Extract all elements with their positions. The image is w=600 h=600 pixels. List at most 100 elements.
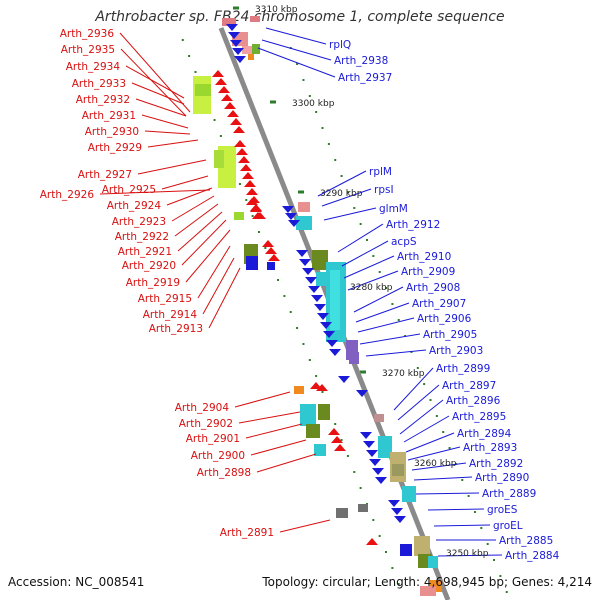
- leader-line: [135, 98, 187, 117]
- reverse-gene-label: Arth_2925: [102, 184, 156, 196]
- forward-gene-label: Arth_2907: [412, 298, 466, 310]
- reverse-gene-label: Arth_2904: [175, 402, 230, 414]
- forward-gene-label: Arth_2906: [417, 313, 472, 325]
- reverse-arrow: [246, 188, 258, 195]
- leader-line: [427, 508, 485, 511]
- reverse-gene-label: Arth_2927: [78, 169, 132, 181]
- forward-gene-label: rpsI: [374, 184, 394, 196]
- leader-line: [171, 195, 215, 222]
- leader-line: [202, 257, 235, 315]
- gene-block: [400, 544, 412, 556]
- feature-layer: [193, 16, 442, 596]
- forward-arrow: [234, 56, 246, 63]
- leader-line: [137, 159, 207, 175]
- reverse-gene-label: Arth_2934: [66, 61, 121, 73]
- reverse-gene-label: Arth_2931: [82, 110, 136, 122]
- leader-line: [238, 411, 301, 424]
- reverse-gene-label: Arth_2915: [138, 293, 192, 305]
- forward-arrow: [228, 32, 240, 39]
- forward-arrow: [232, 48, 244, 55]
- gene-block: [336, 508, 348, 518]
- forward-gene-label: Arth_2895: [452, 411, 506, 423]
- forward-arrow: [288, 220, 300, 227]
- gene-block: [414, 536, 430, 556]
- leader-line: [399, 399, 444, 435]
- reverse-gene-label: Arth_2898: [197, 467, 251, 479]
- reverse-arrow: [331, 436, 343, 443]
- leader-line: [405, 432, 455, 453]
- leader-line: [437, 554, 503, 557]
- leader-line: [250, 439, 307, 456]
- reverse-arrow: [236, 148, 248, 155]
- reverse-gene-label: Arth_2923: [112, 216, 166, 228]
- reverse-arrow: [230, 118, 242, 125]
- forward-arrow: [230, 40, 242, 47]
- reverse-gene-label: Arth_2921: [118, 246, 172, 258]
- gene-block: [234, 212, 244, 220]
- reverse-gene-label: Arth_2922: [115, 231, 169, 243]
- leader-line: [120, 48, 187, 117]
- leader-line: [99, 189, 211, 195]
- forward-gene-label: Arth_2899: [436, 363, 490, 375]
- reverse-gene-label: Arth_2900: [191, 450, 245, 462]
- reverse-arrow: [244, 180, 256, 187]
- leader-line: [265, 27, 327, 45]
- forward-gene-label: Arth_2910: [397, 251, 451, 263]
- gene-block: [349, 352, 359, 364]
- leader-line: [433, 524, 491, 527]
- forward-arrow: [299, 259, 311, 266]
- forward-gene-label: Arth_2897: [442, 380, 496, 392]
- forward-gene-label: Arth_2893: [463, 442, 517, 454]
- leader-line: [407, 446, 461, 461]
- gene-block: [402, 486, 416, 502]
- forward-arrow: [388, 500, 400, 507]
- leader-line: [357, 317, 415, 333]
- reverse-arrow: [250, 205, 262, 212]
- leader-line: [257, 47, 336, 78]
- gene-block: [214, 150, 224, 168]
- leader-line: [144, 130, 191, 135]
- forward-arrow: [329, 349, 341, 356]
- reverse-arrow: [254, 212, 266, 219]
- gene-block: [246, 256, 258, 270]
- forward-arrow: [326, 340, 338, 347]
- gene-block: [242, 46, 252, 54]
- reverse-gene-label: Arth_2920: [122, 260, 176, 272]
- forward-arrow: [305, 277, 317, 284]
- kbp-label: 3300 kbp: [292, 99, 335, 109]
- gene-block: [312, 250, 328, 270]
- leader-line: [323, 207, 377, 221]
- gene-block: [358, 504, 368, 512]
- leader-line: [317, 170, 367, 197]
- forward-gene-label: Arth_2884: [505, 550, 560, 562]
- reverse-arrow: [221, 94, 233, 101]
- leader-line: [197, 245, 231, 299]
- forward-arrow: [356, 390, 368, 397]
- accession-text: Accession: NC_008541: [8, 575, 145, 589]
- reverse-arrow: [366, 538, 378, 545]
- gene-block: [330, 270, 340, 330]
- forward-gene-label: Arth_2938: [334, 55, 388, 67]
- forward-arrow: [311, 295, 323, 302]
- reverse-arrow: [227, 110, 239, 117]
- leader-line: [411, 462, 467, 471]
- forward-arrow: [363, 441, 375, 448]
- leader-line: [353, 286, 404, 313]
- forward-arrow: [375, 477, 387, 484]
- reverse-gene-label: Arth_2932: [76, 94, 130, 106]
- reverse-gene-label: Arth_2935: [61, 44, 115, 56]
- leader-line: [403, 415, 450, 443]
- gene-block: [222, 18, 236, 26]
- reverse-gene-label: Arth_2926: [40, 189, 95, 201]
- kbp-label: 3280 kbp: [350, 283, 393, 293]
- forward-gene-label: Arth_2908: [406, 282, 460, 294]
- reverse-arrow: [233, 126, 245, 133]
- leader-line: [279, 519, 331, 533]
- leader-line: [365, 349, 427, 357]
- leader-line: [393, 367, 434, 411]
- genome-info-text: Topology: circular; Length: 4,698,945 bp…: [262, 575, 592, 589]
- gene-block: [316, 272, 328, 286]
